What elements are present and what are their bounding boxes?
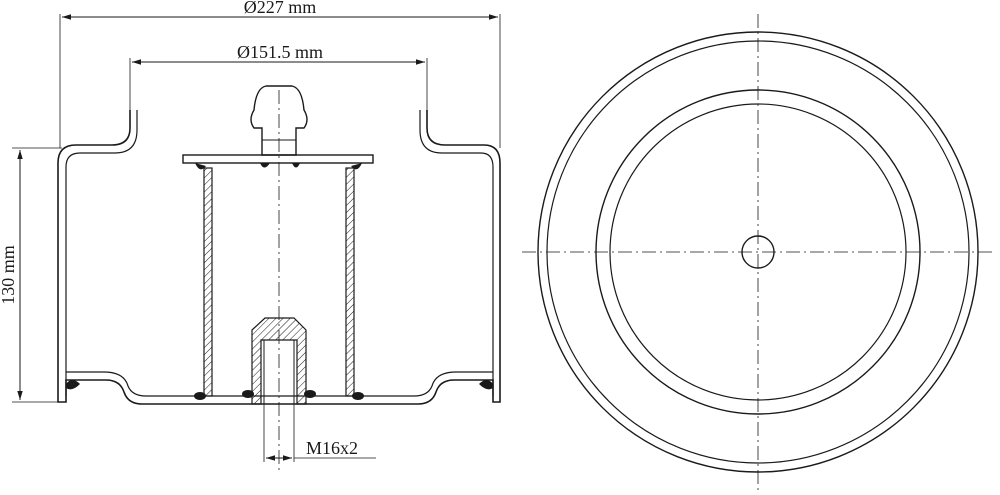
inner-diameter-label: Ø151.5 mm [237,42,323,62]
air-fitting [250,85,308,156]
height-label: 130 mm [0,245,18,305]
seal-bottom-left [194,392,206,400]
inner-wall-right [345,167,355,397]
bottom-plate-inner [66,371,493,397]
seal-corner-right [479,380,493,390]
bottom-plate-outer [57,379,501,405]
seal-top-left [195,163,206,170]
thread-label: M16x2 [306,438,358,458]
top-view [522,14,994,490]
seal-top-center-right [292,163,300,168]
outer-diameter-label: Ø227 mm [244,0,317,17]
seal-bottom-right [352,392,364,400]
seal-corner-left [66,380,80,390]
seal-top-right [351,163,362,170]
seal-bottom-center-right [304,390,316,398]
outer-shell-inner-line [65,110,494,396]
seal-bottom-center-left [242,390,254,398]
section-view: Ø227 mm Ø151.5 mm 130 mm M16x2 [0,0,501,470]
threaded-insert [251,317,307,405]
top-plate [182,154,374,164]
seal-top-center-left [260,163,270,168]
inner-wall-left [203,167,213,397]
outer-shell-profile [57,110,501,398]
